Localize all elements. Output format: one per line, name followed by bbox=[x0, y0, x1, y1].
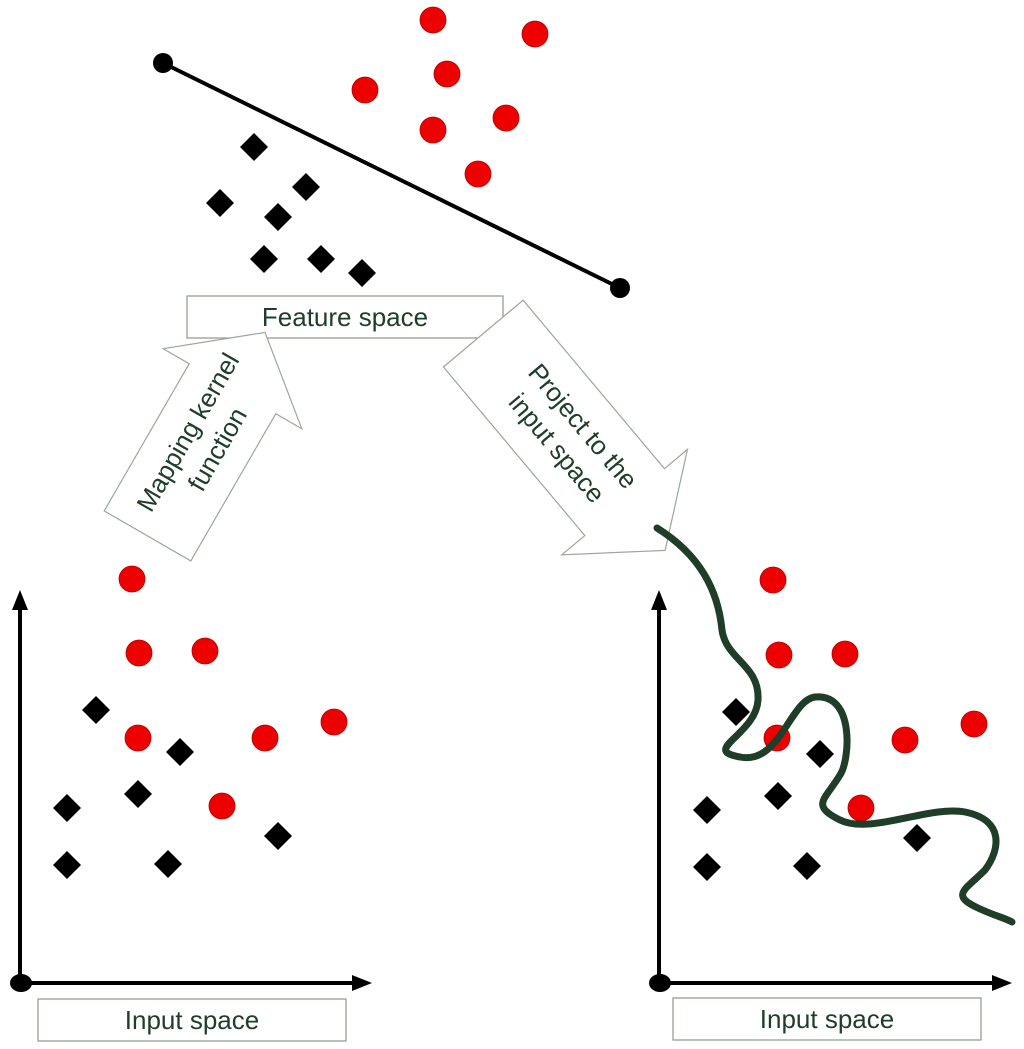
red-circle-point bbox=[492, 104, 520, 132]
black-diamond-point bbox=[348, 259, 376, 287]
left-axes bbox=[10, 590, 372, 992]
black-diamond-point bbox=[154, 850, 182, 878]
mapping-arrow-shape bbox=[103, 331, 303, 562]
left-diamond-points bbox=[53, 696, 292, 879]
red-circle-point bbox=[891, 726, 919, 754]
red-circle-point bbox=[419, 6, 447, 34]
left-circle-points bbox=[118, 565, 348, 820]
right-x-arrowhead bbox=[992, 975, 1012, 991]
red-circle-point bbox=[320, 708, 348, 736]
red-circle-point bbox=[960, 710, 988, 738]
red-circle-point bbox=[125, 639, 153, 667]
black-diamond-point bbox=[903, 824, 931, 852]
black-diamond-point bbox=[693, 796, 721, 824]
red-circle-point bbox=[847, 794, 875, 822]
black-diamond-point bbox=[82, 696, 110, 724]
input-space-left-label-box bbox=[37, 998, 347, 1042]
hyperplane-endpoint bbox=[610, 278, 630, 298]
input-space-right-label: Input space bbox=[760, 1004, 894, 1034]
black-diamond-point bbox=[124, 780, 152, 808]
red-circle-point bbox=[464, 160, 492, 188]
black-diamond-point bbox=[806, 740, 834, 768]
black-diamond-point bbox=[764, 782, 792, 810]
red-circle-point bbox=[521, 20, 549, 48]
black-diamond-point bbox=[53, 851, 81, 879]
right-axes bbox=[649, 590, 1012, 992]
feature-circle-points bbox=[351, 6, 549, 188]
black-diamond-point bbox=[53, 794, 81, 822]
right-origin-dot bbox=[649, 974, 671, 992]
feature-diamond-points bbox=[206, 133, 376, 287]
input-space-right-label-box bbox=[672, 997, 982, 1041]
hyperplane-endpoint bbox=[153, 53, 173, 73]
black-diamond-point bbox=[307, 245, 335, 273]
black-diamond-point bbox=[250, 245, 278, 273]
red-circle-point bbox=[118, 565, 146, 593]
red-circle-point bbox=[433, 60, 461, 88]
right-circle-points bbox=[759, 566, 988, 822]
red-circle-point bbox=[831, 640, 859, 668]
black-diamond-point bbox=[240, 133, 268, 161]
black-diamond-point bbox=[722, 698, 750, 726]
input-space-left-label: Input space bbox=[125, 1005, 259, 1035]
red-circle-point bbox=[759, 566, 787, 594]
red-circle-point bbox=[419, 116, 447, 144]
nonlinear-decision-boundary bbox=[653, 524, 1016, 926]
feature-space-label-box bbox=[186, 295, 504, 339]
feature-space-panel: Feature space bbox=[153, 6, 630, 339]
left-y-arrowhead bbox=[12, 590, 28, 610]
black-diamond-point bbox=[292, 173, 320, 201]
project-arrow: Project to the input space bbox=[442, 299, 689, 556]
red-circle-point bbox=[124, 724, 152, 752]
black-diamond-point bbox=[206, 189, 234, 217]
red-circle-point bbox=[351, 76, 379, 104]
red-circle-point bbox=[208, 792, 236, 820]
black-diamond-point bbox=[693, 853, 721, 881]
red-circle-point bbox=[765, 641, 793, 669]
left-origin-dot bbox=[10, 974, 32, 992]
input-space-right-panel: Input space bbox=[649, 524, 1016, 1041]
separating-hyperplane bbox=[162, 61, 621, 290]
feature-space-label: Feature space bbox=[262, 302, 428, 332]
right-diamond-points bbox=[693, 698, 931, 881]
black-diamond-point bbox=[793, 852, 821, 880]
black-diamond-point bbox=[264, 203, 292, 231]
black-diamond-point bbox=[166, 738, 194, 766]
left-x-arrowhead bbox=[352, 975, 372, 991]
black-diamond-point bbox=[264, 822, 292, 850]
red-circle-point bbox=[251, 724, 279, 752]
project-arrow-shape bbox=[442, 299, 689, 556]
right-y-arrowhead bbox=[651, 590, 667, 610]
input-space-left-panel: Input space bbox=[10, 565, 372, 1042]
red-circle-point bbox=[191, 637, 219, 665]
